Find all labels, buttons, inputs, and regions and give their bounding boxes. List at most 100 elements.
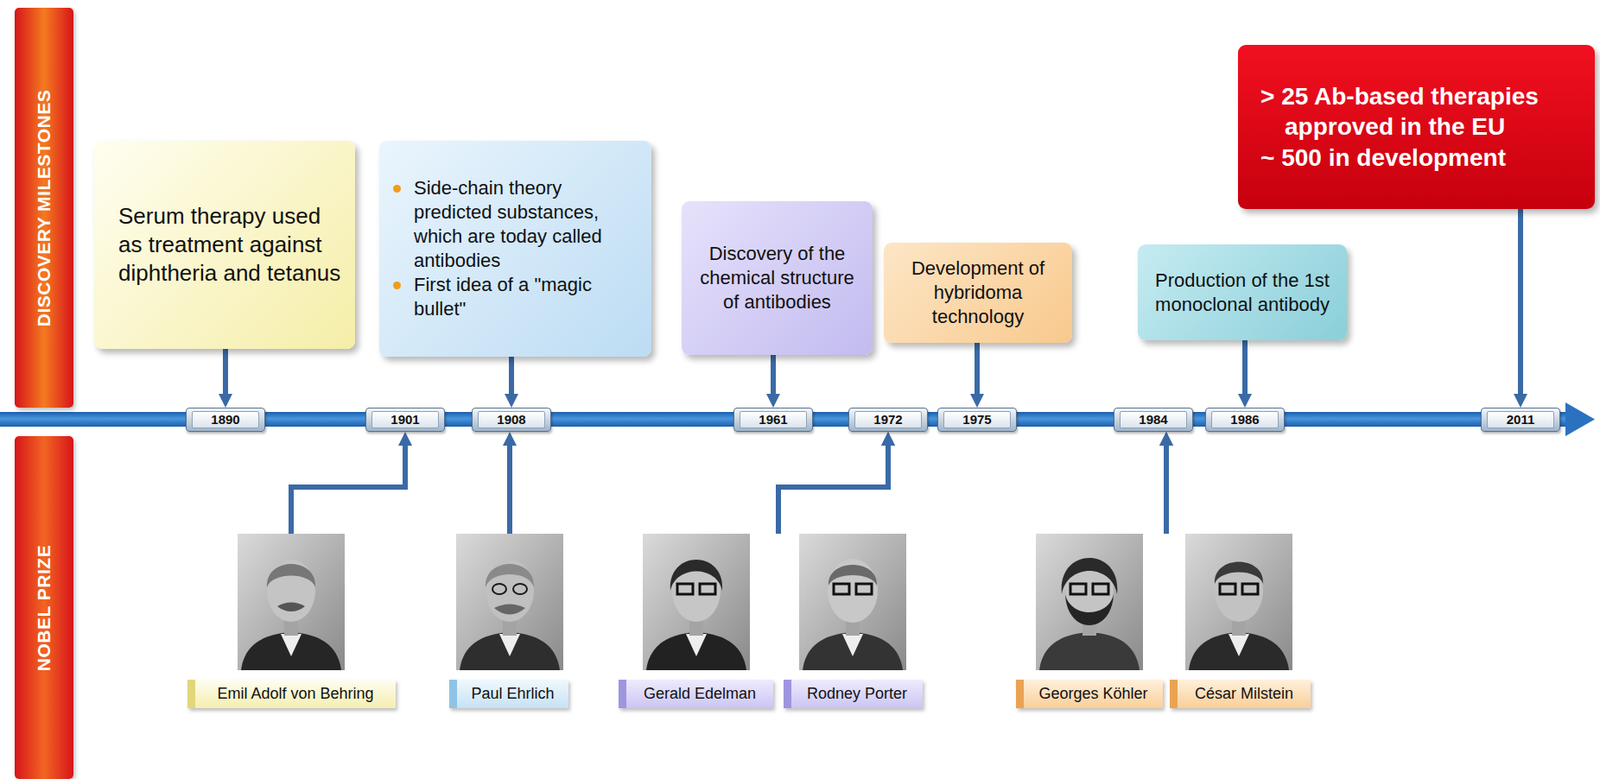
portrait-photo [642,533,750,671]
moustache [494,604,526,616]
highlight-box: > 25 Ab-based therapies approved in the … [1238,44,1595,210]
collar [499,634,521,657]
portrait-photo [1035,533,1143,671]
beard [1065,594,1114,626]
hair [1061,558,1118,595]
year-marker: 1972 [848,407,928,432]
year-marker: 1975 [937,407,1017,432]
hair [828,565,877,586]
timeline-connector [507,442,513,534]
name-label: Gerald Edelman [618,679,774,709]
timeline-connector [1242,340,1248,398]
suit [459,632,560,671]
face [1214,559,1264,623]
suit [802,632,903,671]
glasses [677,584,716,595]
laureate-name: César Milstein [1194,685,1294,704]
laureate-name: Gerald Edelman [643,685,756,704]
timeline-connector [778,442,889,534]
year-label: 1972 [854,411,922,429]
moustache [277,603,305,613]
glasses-lens [1070,584,1086,595]
timeline-arrowhead [1565,402,1595,437]
suit [1039,632,1140,671]
name-label: Georges Köhler [1015,679,1163,709]
laureate-card: Paul Ehrlich [449,533,569,709]
timeline-connector [508,356,515,398]
year-label: 1901 [371,411,439,429]
timeline-connector [222,349,229,398]
photo-ground [237,533,345,671]
laureate-card: Georges Köhler [1015,533,1163,709]
milestone-box: Development of hybridoma technology [883,242,1073,343]
glasses-lens [492,584,507,595]
portrait-photo [456,533,564,671]
glasses-lens [833,584,850,595]
photo-ground [1035,533,1143,671]
year-label: 1961 [739,411,807,429]
year-label: 1984 [1119,411,1188,429]
collar [685,634,707,657]
year-label: 2011 [1486,411,1555,429]
laureate-card: Emil Adolf von Behring [187,533,396,709]
name-label: César Milstein [1169,679,1311,709]
stat-text: > 25 Ab-based therapies approved in the … [1260,81,1580,143]
year-marker: 1908 [471,407,552,432]
timeline-connector [1163,442,1169,534]
laureate-name: Rodney Porter [806,685,908,704]
glasses [1219,584,1258,595]
glasses-lens [856,584,872,595]
face [266,559,316,623]
collar [280,634,302,657]
year-marker: 1984 [1113,407,1194,432]
timeline-connector [291,442,406,534]
bullet-dot [393,281,401,290]
milestone-box: Production of the 1st monoclonal antibod… [1137,244,1347,341]
year-label: 1975 [943,411,1011,429]
face [485,559,534,623]
year-marker: 1986 [1205,407,1285,432]
year-marker: 1890 [185,407,266,432]
photo-ground [1185,533,1293,671]
year-label: 1986 [1211,411,1279,429]
stat-text: ~ 500 in development [1260,142,1580,174]
year-label: 1890 [191,411,260,429]
photo-ground [799,533,907,671]
laureate-name: Georges Köhler [1038,685,1148,704]
portrait-photo [237,533,345,671]
glasses-lens [513,584,527,595]
portrait-photo [1185,533,1293,671]
suit [241,632,342,671]
suit [646,632,747,671]
milestone-text: Serum therapy used as treatment against … [118,202,342,288]
laureate-card: César Milstein [1169,533,1311,709]
bullet-item: Side-chain theory predicted substances, … [413,176,642,274]
laureate-card: Rodney Porter [783,533,923,709]
timeline-connector [1163,442,1169,534]
name-label: Rodney Porter [783,679,923,709]
milestone-box: Side-chain theory predicted substances, … [379,140,652,357]
milestone-text: First idea of a "magic bullet" [413,273,642,322]
band-title: NOBEL PRIZE [33,544,55,671]
collar [842,634,864,657]
glasses-lens [1242,584,1258,595]
timeline-connector [974,342,980,398]
glasses [833,584,872,595]
laureate-name: Emil Adolf von Behring [216,685,374,704]
hair [1214,562,1264,585]
year-marker: 1901 [365,407,445,432]
laureate-card: Gerald Edelman [618,533,774,709]
timeline-connector [770,355,776,398]
milestone-box: Serum therapy used as treatment against … [94,140,356,350]
timeline-connector [1517,209,1524,398]
milestone-text: Development of hybridoma technology [892,256,1064,330]
milestone-text: Discovery of the chemical structure of a… [690,241,864,315]
glasses-lens [1092,584,1109,595]
milestone-text: Production of the 1st monoclonal antibod… [1146,268,1339,318]
name-label: Paul Ehrlich [449,679,569,709]
glasses [492,584,527,595]
glasses [1070,584,1109,595]
glasses-lens [1219,584,1236,595]
laureate-name: Paul Ehrlich [470,685,554,704]
portrait-photo [799,533,907,671]
